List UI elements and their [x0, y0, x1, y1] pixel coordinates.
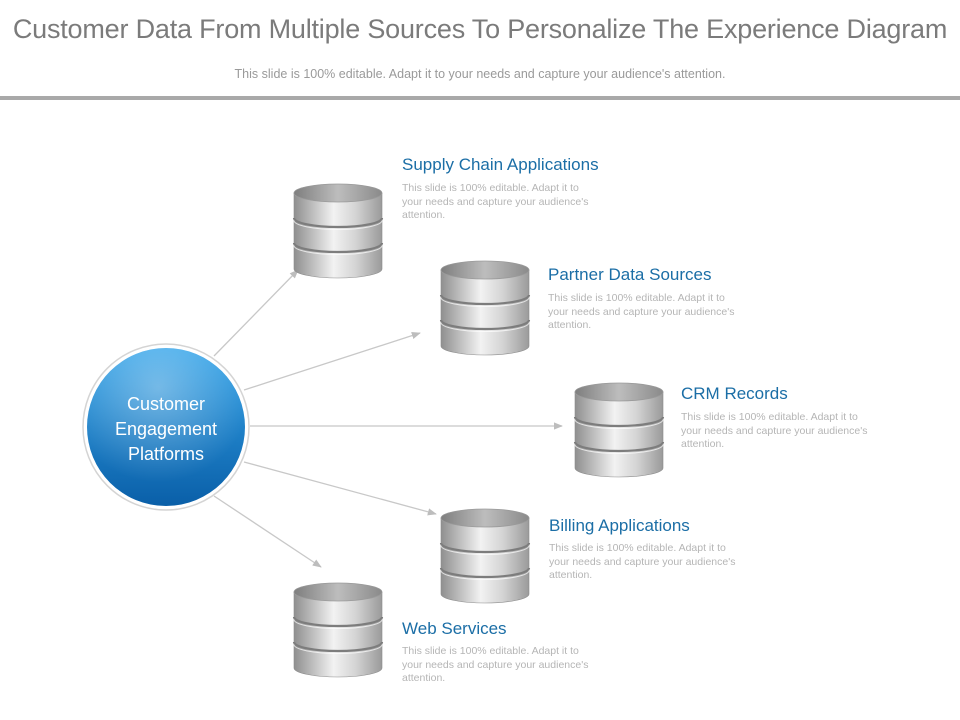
node-title-partner-data: Partner Data Sources: [548, 265, 712, 284]
node-desc-partner-data: This slide is 100% editable. Adapt it to…: [548, 292, 735, 331]
node-title-crm-records: CRM Records: [681, 384, 788, 403]
node-desc-supply-chain: This slide is 100% editable. Adapt it to…: [402, 182, 589, 221]
connector-arrow-billing: [243, 461, 437, 516]
database-icon: [292, 183, 384, 279]
database-icon: [439, 260, 531, 356]
node-title-billing: Billing Applications: [549, 516, 690, 535]
connector-arrow-supply-chain: [213, 269, 299, 357]
database-icon: [292, 582, 384, 678]
node-desc-crm-records: This slide is 100% editable. Adapt it to…: [681, 411, 868, 450]
database-icon: [439, 508, 531, 604]
database-icon: [573, 382, 665, 478]
connector-arrow-web-services: [213, 495, 322, 568]
slide-subtitle: This slide is 100% editable. Adapt it to…: [234, 67, 726, 81]
node-desc-web-services: This slide is 100% editable. Adapt it to…: [402, 645, 589, 684]
node-desc-billing: This slide is 100% editable. Adapt it to…: [549, 542, 736, 581]
slide-title: Customer Data From Multiple Sources To P…: [12, 14, 948, 44]
hub-circle: [82, 343, 250, 511]
hub-label: Customer Engagement Platforms: [114, 394, 218, 464]
node-title-web-services: Web Services: [402, 619, 507, 638]
header-divider: [0, 96, 960, 100]
connector-arrow-partner-data: [243, 332, 421, 391]
node-title-supply-chain: Supply Chain Applications: [402, 155, 599, 174]
